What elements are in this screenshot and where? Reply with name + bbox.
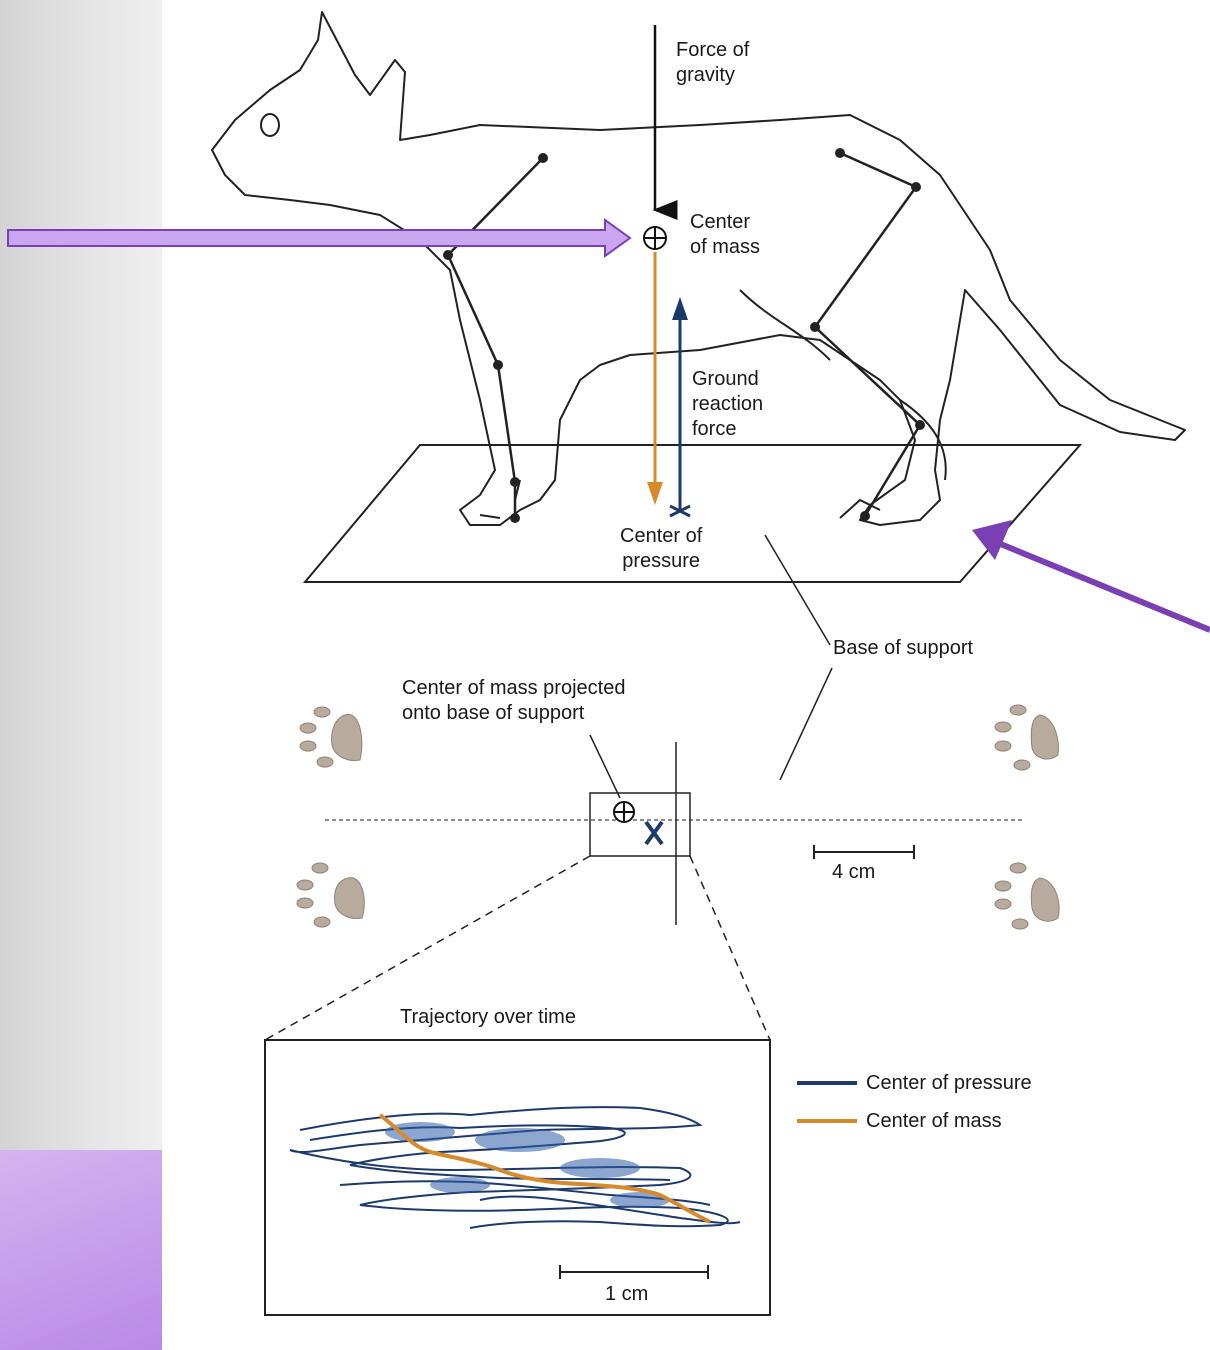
label-center-of-pressure: Center of pressure <box>620 524 702 574</box>
legend-label-center-of-pressure: Center of pressure <box>866 1071 1032 1096</box>
label-force-of-gravity: Force of gravity <box>676 38 749 88</box>
center-of-mass-symbol <box>644 227 666 249</box>
purple-pointer-base-of-support <box>972 520 1210 630</box>
purple-pointer-center-of-mass <box>8 220 630 256</box>
label-com-projected: Center of mass projected onto base of su… <box>402 676 625 726</box>
label-center-of-mass: Center of mass <box>690 210 760 260</box>
label-scale-4cm: 4 cm <box>832 860 875 885</box>
scale-bar-4cm <box>814 845 914 859</box>
label-ground-reaction-force: Ground reaction force <box>692 367 763 442</box>
paw-prints <box>297 705 1059 929</box>
label-scale-1cm: 1 cm <box>605 1282 648 1307</box>
label-trajectory-title: Trajectory over time <box>400 1005 576 1030</box>
projected-center-of-mass-symbol <box>614 802 634 822</box>
paw-print-top-left <box>300 707 362 767</box>
paw-print-top-right <box>995 705 1058 770</box>
paw-print-bottom-left <box>297 863 364 927</box>
legend-label-center-of-mass: Center of mass <box>866 1109 1002 1134</box>
projection-box <box>590 793 690 856</box>
label-base-of-support: Base of support <box>833 636 973 661</box>
projected-label-leader <box>590 735 620 798</box>
paw-print-bottom-right <box>995 863 1059 929</box>
projected-center-of-pressure-marker <box>646 822 662 844</box>
